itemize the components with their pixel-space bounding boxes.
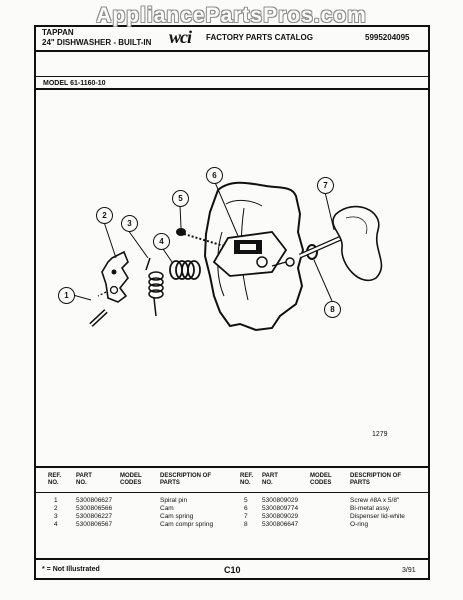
- callout-5: 5: [172, 190, 189, 207]
- table-row-ref: 5: [244, 497, 248, 504]
- table-row-desc: Spiral pin: [160, 497, 188, 504]
- table-top-rule: [34, 466, 430, 468]
- model-rule-bottom: [34, 88, 430, 90]
- page-code: C10: [224, 565, 241, 575]
- table-row-part: 5300809029: [262, 513, 299, 520]
- table-row-part: 5300809029: [262, 497, 299, 504]
- product-type: 24" DISHWASHER - BUILT-IN: [42, 38, 152, 47]
- cam-spring-part: [145, 257, 164, 317]
- table-row-desc: Dispenser lid-white: [350, 513, 405, 520]
- table-row-part: 5300809774: [262, 505, 299, 512]
- table-row-desc: O-ring: [350, 521, 369, 528]
- catalog-number: 5995204095: [365, 33, 410, 42]
- header-part-right: PART NO.: [262, 473, 278, 486]
- callout-3: 3: [121, 215, 138, 232]
- table-row-ref: 4: [54, 521, 58, 528]
- table-row-desc: Cam compr spring: [160, 521, 214, 528]
- header-desc-left: DESCRIPTION OF PARTS: [160, 473, 212, 486]
- header-part-left: PART NO.: [76, 473, 92, 486]
- table-row-part: 5300806567: [76, 521, 113, 528]
- callout-6: 6: [206, 167, 223, 184]
- header-ref-right: REF. NO.: [240, 473, 254, 486]
- header-model-right: MODEL CODES: [310, 473, 332, 486]
- cam-part: [97, 250, 129, 303]
- watermark-text: AppliancePartsPros.com: [96, 4, 367, 27]
- table-row-part: 5300806566: [76, 505, 113, 512]
- callout-leader-lines: [72, 179, 335, 302]
- table-row-part: 5300806627: [76, 497, 113, 504]
- callout-4: 4: [153, 233, 170, 250]
- header-rule: [34, 50, 430, 52]
- model-rule-top: [34, 76, 430, 77]
- screw-part: [176, 228, 225, 247]
- footer-rule: [34, 558, 430, 560]
- header-model-left: MODEL CODES: [120, 473, 142, 486]
- table-row-desc: Bi-metal assy.: [350, 505, 391, 512]
- table-row-desc: Cam spring: [160, 513, 194, 520]
- table-row-ref: 8: [244, 521, 248, 528]
- table-row-ref: 7: [244, 513, 248, 520]
- cam-compression-spring-part: [169, 260, 201, 280]
- header-ref-left: REF. NO.: [48, 473, 62, 486]
- catalog-title: FACTORY PARTS CATALOG: [206, 33, 313, 42]
- table-row-ref: 2: [54, 505, 58, 512]
- callout-2: 2: [96, 207, 113, 224]
- not-illustrated-note: * = Not Illustrated: [42, 566, 100, 573]
- model-label: MODEL 61-1160-10: [43, 80, 106, 87]
- table-row-ref: 1: [54, 497, 58, 504]
- wci-logo: wci: [169, 27, 192, 47]
- table-row-ref: 3: [54, 513, 58, 520]
- brand-name: TAPPAN: [42, 28, 74, 37]
- callout-7: 7: [317, 177, 334, 194]
- table-row-ref: 6: [244, 505, 248, 512]
- table-row-part: 5300806227: [76, 513, 113, 520]
- table-row-desc: Screw #8A x 5/8": [350, 497, 400, 504]
- callout-1: 1: [58, 287, 75, 304]
- header-desc-right: DESCRIPTION OF PARTS: [350, 473, 402, 486]
- dispenser-lid-part: [298, 205, 383, 281]
- bimetal-assembly: [212, 231, 295, 277]
- revision-date: 3/91: [402, 567, 416, 574]
- figure-number: 1279: [372, 431, 388, 438]
- callout-8: 8: [324, 301, 341, 318]
- catalog-page-frame: [34, 25, 430, 580]
- table-header-rule: [34, 492, 430, 493]
- table-row-part: 5300806647: [262, 521, 299, 528]
- table-row-desc: Cam: [160, 505, 174, 512]
